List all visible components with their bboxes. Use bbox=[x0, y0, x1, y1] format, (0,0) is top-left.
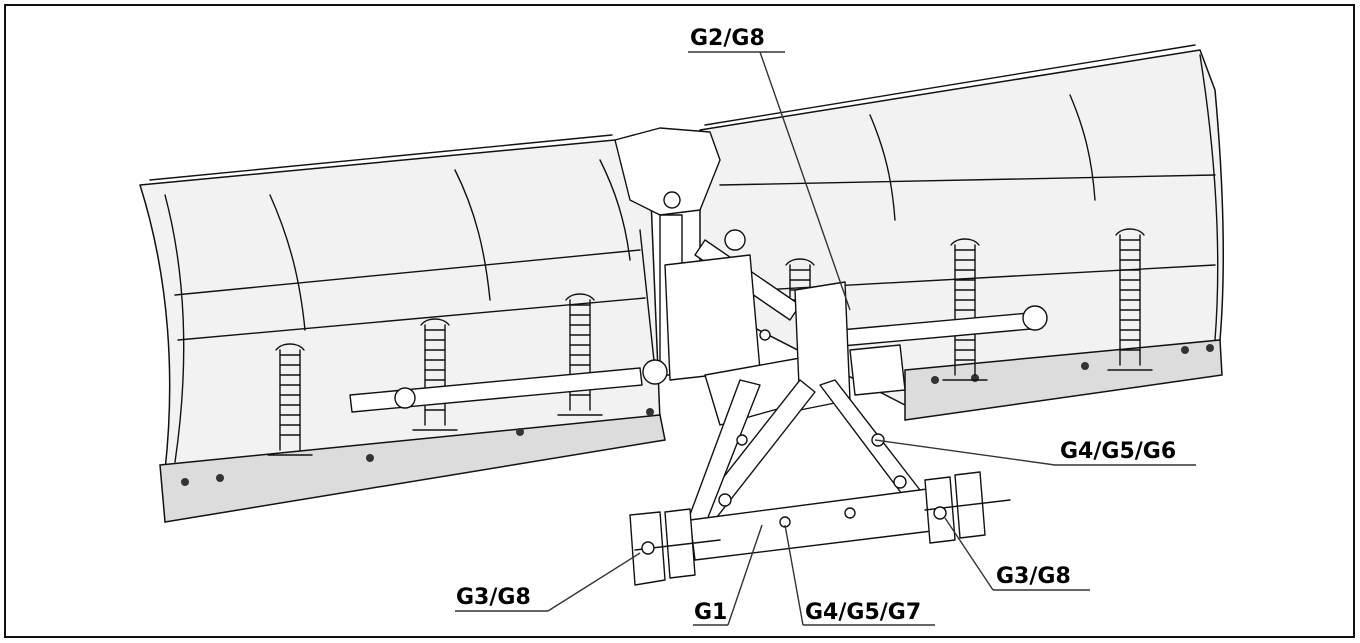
label-g4-g5-g7: G4/G5/G7 bbox=[805, 600, 921, 625]
callout-leaders bbox=[455, 51, 1196, 626]
label-g1: G1 bbox=[694, 600, 727, 625]
label-g4-g5-g6: G4/G5/G6 bbox=[1060, 439, 1176, 464]
label-g3-g8-right: G3/G8 bbox=[996, 564, 1071, 589]
label-g2-g8: G2/G8 bbox=[690, 26, 765, 51]
right-springs bbox=[785, 228, 1153, 381]
label-g3-g8-left: G3/G8 bbox=[456, 585, 531, 610]
a-frame-mount bbox=[629, 254, 1011, 586]
left-blade bbox=[139, 134, 666, 523]
